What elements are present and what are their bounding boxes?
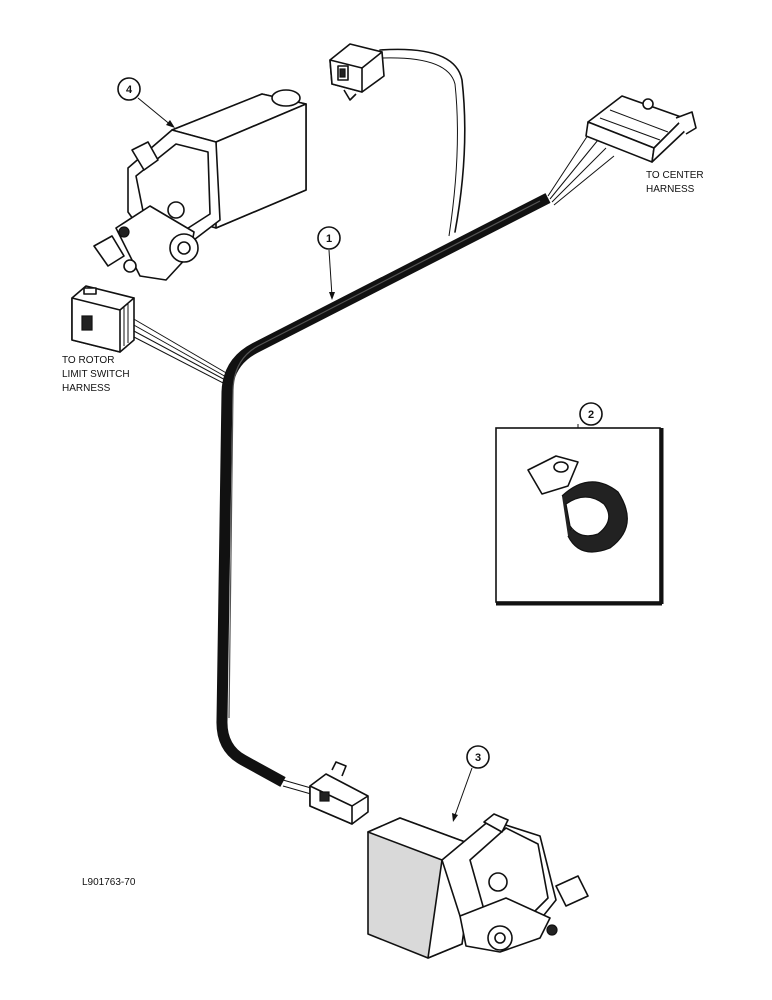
svg-text:LIMIT SWITCH: LIMIT SWITCH (62, 369, 130, 380)
svg-text:TO ROTOR: TO ROTOR (62, 355, 114, 366)
rotor-limit-switch-label: TO ROTOR LIMIT SWITCH HARNESS (62, 355, 130, 394)
callout-1-label: 1 (326, 233, 332, 245)
lower-connector-icon (309, 761, 369, 825)
actuator-motor-upper-icon (93, 89, 307, 281)
svg-text:HARNESS: HARNESS (62, 383, 111, 394)
center-harness-label: TO CENTER HARNESS (646, 170, 704, 195)
callout-3: 3 (452, 745, 490, 822)
callout-2: 2 (577, 402, 603, 428)
callout-1: 1 (317, 226, 341, 300)
callout-4: 4 (117, 77, 175, 128)
clamp-inset (495, 427, 664, 606)
callout-2-label: 2 (588, 409, 594, 421)
top-connector-icon (329, 43, 385, 101)
figure-id-label: L901763-70 (82, 877, 136, 888)
callout-3-label: 3 (475, 752, 481, 764)
callout-4-label: 4 (126, 84, 133, 96)
center-harness-connector-icon (585, 95, 697, 163)
svg-text:HARNESS: HARNESS (646, 184, 695, 195)
svg-text:TO CENTER: TO CENTER (646, 170, 704, 181)
actuator-motor-lower-icon (367, 813, 589, 959)
rotor-limit-connector-icon (71, 285, 135, 353)
